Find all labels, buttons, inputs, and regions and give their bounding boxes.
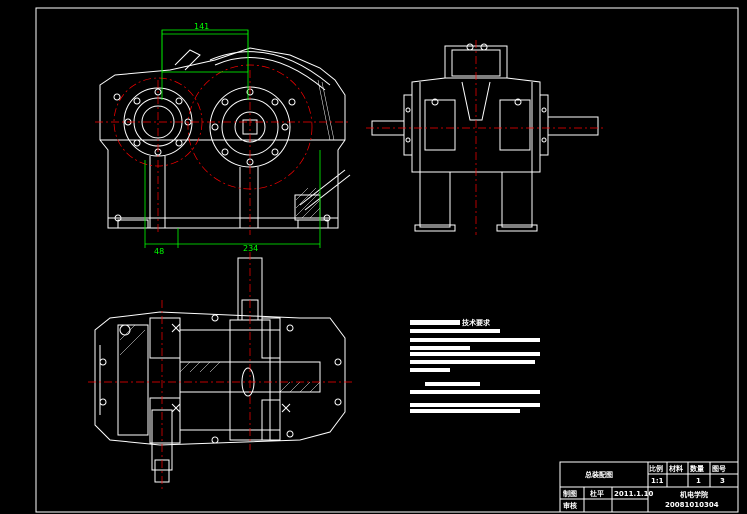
notes-text-lines bbox=[410, 320, 540, 413]
side-view bbox=[371, 43, 599, 232]
student-number: 20081010304 bbox=[665, 501, 719, 509]
title-block bbox=[559, 461, 739, 513]
quantity-label: 数量 bbox=[690, 464, 704, 473]
top-view-hatch bbox=[119, 324, 321, 393]
front-view-centerlines bbox=[95, 64, 350, 235]
material-label: 材料 bbox=[668, 464, 683, 473]
top-view-centerlines bbox=[88, 252, 352, 490]
school-name: 机电学院 bbox=[680, 490, 708, 499]
sheet-no-label: 图号 bbox=[712, 464, 726, 473]
side-view-centerlines bbox=[366, 40, 605, 235]
checked-label: 审核 bbox=[563, 501, 577, 510]
drawn-by: 杜平 bbox=[590, 489, 604, 498]
front-view-dimensions bbox=[144, 29, 321, 248]
notes-title: 技术要求 bbox=[462, 318, 491, 327]
dimension-bottom-left: 48 bbox=[154, 247, 164, 256]
drawing-frame bbox=[35, 7, 739, 513]
dimension-top-width: 141 bbox=[194, 22, 209, 31]
sheet-value: 3 bbox=[720, 477, 725, 485]
drawn-date: 2011.1.10 bbox=[614, 490, 654, 498]
drawn-label: 制图 bbox=[563, 489, 577, 498]
quantity-value: 1 bbox=[696, 477, 701, 485]
front-view-hatch bbox=[295, 79, 335, 219]
scale-value: 1:1 bbox=[651, 477, 664, 485]
drawing-title: 总装配图 bbox=[585, 470, 613, 479]
scale-label: 比例 bbox=[649, 464, 663, 473]
dimension-bottom-total: 234 bbox=[243, 244, 258, 253]
